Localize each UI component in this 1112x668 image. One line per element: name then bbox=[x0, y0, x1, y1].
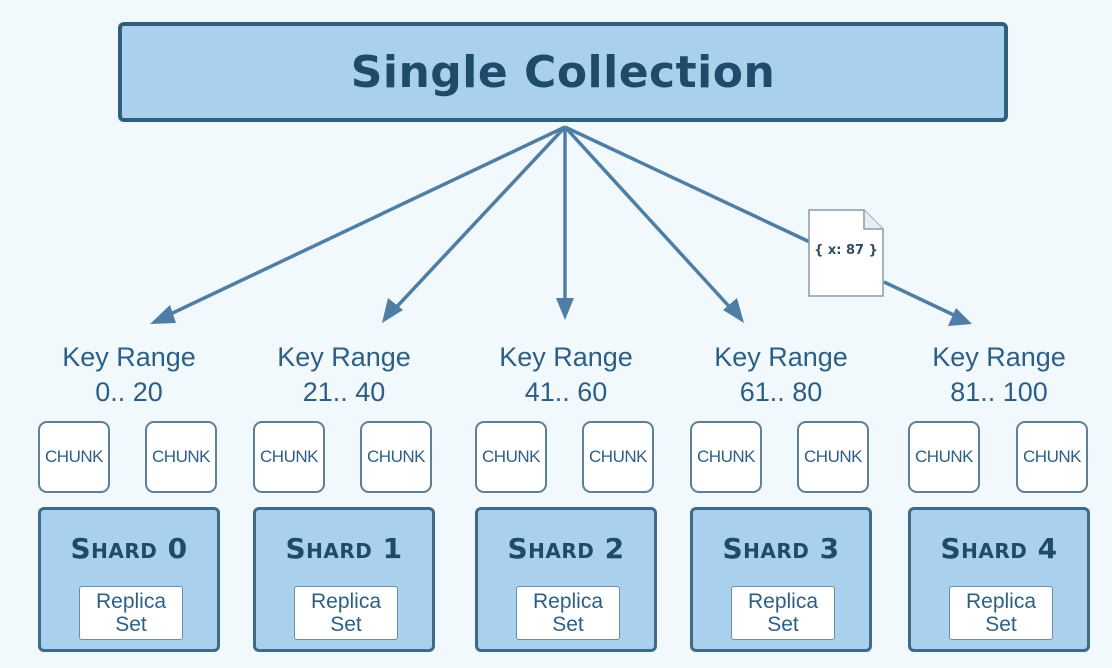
shard-title: Shard 1 bbox=[285, 532, 403, 565]
chunk-3a: CHUNK bbox=[690, 421, 762, 493]
chunk-2b: CHUNK bbox=[582, 421, 654, 493]
arrow-to-shard-3 bbox=[563, 125, 738, 316]
shard-1: Shard 1 Replica Set bbox=[253, 507, 435, 652]
replica-set-box: Replica Set bbox=[949, 586, 1053, 640]
key-range-0: Key Range 0.. 20 bbox=[44, 340, 214, 410]
shard-3: Shard 3 Replica Set bbox=[690, 507, 872, 652]
arrowhead-shard-4 bbox=[948, 308, 972, 326]
arrowhead-shard-0 bbox=[150, 305, 176, 324]
single-collection-box: Single Collection bbox=[118, 22, 1008, 122]
key-range-label: Key Range bbox=[499, 342, 633, 372]
replica-set-box: Replica Set bbox=[516, 586, 620, 640]
key-range-label: Key Range bbox=[714, 342, 848, 372]
shard-title: Shard 4 bbox=[940, 532, 1058, 565]
collection-title: Single Collection bbox=[350, 46, 776, 98]
key-range-1: Key Range 21.. 40 bbox=[259, 340, 429, 410]
chunk-1b: CHUNK bbox=[360, 421, 432, 493]
replica-set-box: Replica Set bbox=[294, 586, 398, 640]
key-range-value: 41.. 60 bbox=[524, 377, 608, 407]
key-range-4: Key Range 81.. 100 bbox=[914, 340, 1084, 410]
shard-2: Shard 2 Replica Set bbox=[475, 507, 657, 652]
key-range-label: Key Range bbox=[932, 342, 1066, 372]
document-label: { x: 87 } bbox=[814, 243, 878, 258]
arrow-to-shard-0 bbox=[159, 125, 566, 321]
key-range-value: 81.. 100 bbox=[950, 377, 1048, 407]
key-range-2: Key Range 41.. 60 bbox=[481, 340, 651, 410]
key-range-label: Key Range bbox=[277, 342, 411, 372]
arrowhead-shard-3 bbox=[723, 298, 744, 323]
key-range-value: 0.. 20 bbox=[95, 377, 163, 407]
replica-label-line2: Set bbox=[552, 613, 584, 636]
replica-set-box: Replica Set bbox=[731, 586, 835, 640]
shard-0: Shard 0 Replica Set bbox=[38, 507, 220, 652]
shard-title: Shard 3 bbox=[722, 532, 840, 565]
arrowhead-shard-2 bbox=[556, 298, 574, 320]
key-range-value: 21.. 40 bbox=[302, 377, 386, 407]
arrowhead-shard-1 bbox=[382, 298, 403, 323]
key-range-value: 61.. 80 bbox=[739, 377, 823, 407]
chunk-4b: CHUNK bbox=[1016, 421, 1088, 493]
replica-label-line2: Set bbox=[330, 613, 362, 636]
arrow-to-document bbox=[564, 125, 813, 245]
replica-set-box: Replica Set bbox=[79, 586, 183, 640]
shard-title: Shard 0 bbox=[70, 532, 188, 565]
replica-label-line2: Set bbox=[767, 613, 799, 636]
key-range-label: Key Range bbox=[62, 342, 196, 372]
replica-label-line1: Replica bbox=[310, 590, 382, 613]
replica-label-line1: Replica bbox=[532, 590, 604, 613]
chunk-2a: CHUNK bbox=[475, 421, 547, 493]
chunk-1a: CHUNK bbox=[253, 421, 325, 493]
shard-4: Shard 4 Replica Set bbox=[908, 507, 1090, 652]
chunk-0a: CHUNK bbox=[38, 421, 110, 493]
chunk-3b: CHUNK bbox=[797, 421, 869, 493]
replica-label-line2: Set bbox=[985, 613, 1017, 636]
key-range-3: Key Range 61.. 80 bbox=[696, 340, 866, 410]
document-icon: { x: 87 } bbox=[808, 209, 884, 297]
arrow-to-shard-1 bbox=[388, 125, 567, 316]
chunk-0b: CHUNK bbox=[145, 421, 217, 493]
chunk-4a: CHUNK bbox=[908, 421, 980, 493]
replica-label-line1: Replica bbox=[95, 590, 167, 613]
replica-label-line2: Set bbox=[115, 613, 147, 636]
shard-title: Shard 2 bbox=[507, 532, 625, 565]
replica-label-line1: Replica bbox=[965, 590, 1037, 613]
arrow-to-shard-4 bbox=[883, 280, 959, 319]
replica-label-line1: Replica bbox=[747, 590, 819, 613]
